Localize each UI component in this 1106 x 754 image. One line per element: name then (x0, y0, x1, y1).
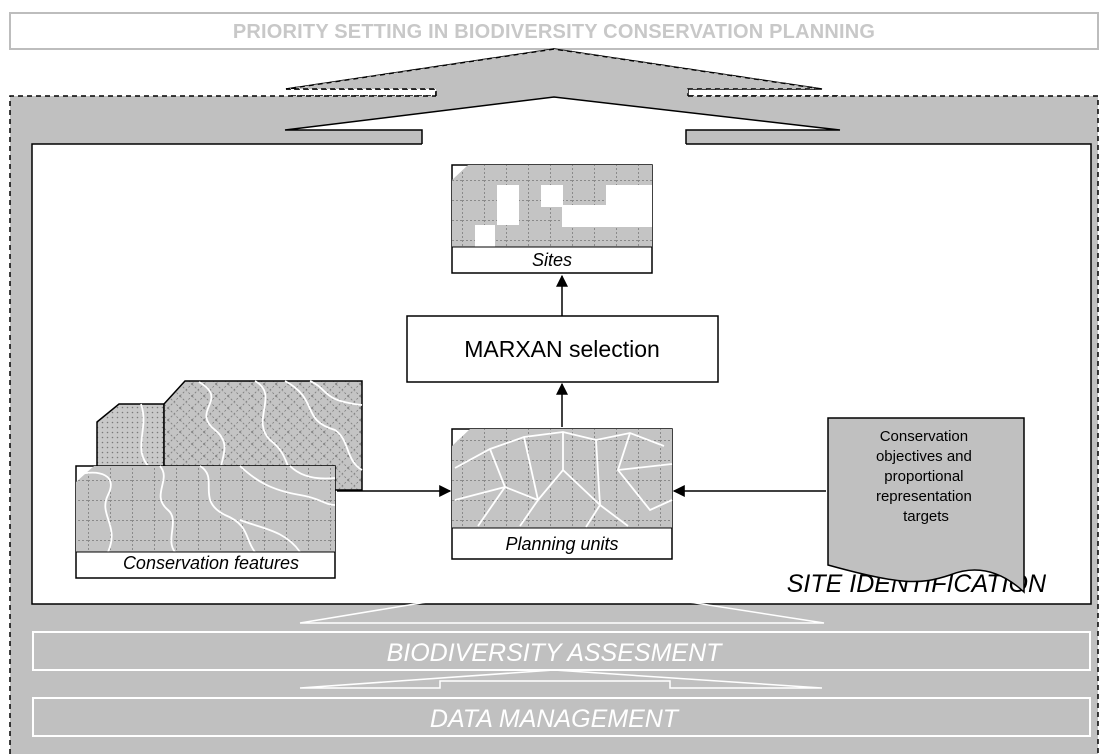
conservation-features-stack (75, 380, 363, 579)
header-title: PRIORITY SETTING IN BIODIVERSITY CONSERV… (233, 21, 875, 43)
objectives-line-5: targets (903, 508, 949, 525)
header-box (9, 12, 1099, 50)
conservation-features-label: Conservation features (123, 553, 299, 573)
biodiversity-label: BIODIVERSITY ASSESMENT (387, 639, 724, 667)
sites-map (451, 164, 653, 274)
top-arrow-outline-left (286, 88, 437, 97)
outer-panel-border (9, 95, 1099, 754)
data-management-band (32, 697, 1091, 737)
top-arrow-dashed (285, 48, 823, 96)
data-up-arrow (299, 669, 823, 689)
planning-units-map (451, 428, 673, 560)
marxan-selection-box (406, 315, 719, 383)
objectives-line-3: proportional (884, 468, 963, 485)
objectives-line-4: representation (876, 488, 972, 505)
objectives-document (827, 417, 1025, 594)
planning-units-label: Planning units (505, 534, 618, 554)
objectives-text: Conservation objectives and proportional… (876, 428, 976, 525)
upward-arrow-outline (284, 96, 841, 144)
biodiversity-up-arrow (299, 580, 825, 624)
objectives-line-1: Conservation (880, 428, 968, 445)
objectives-line-2: objectives and (876, 448, 972, 465)
marxan-label: MARXAN selection (464, 336, 660, 362)
sites-label: Sites (532, 250, 572, 270)
panel-connector (423, 131, 685, 146)
data-management-label: DATA MANAGEMENT (430, 705, 680, 733)
